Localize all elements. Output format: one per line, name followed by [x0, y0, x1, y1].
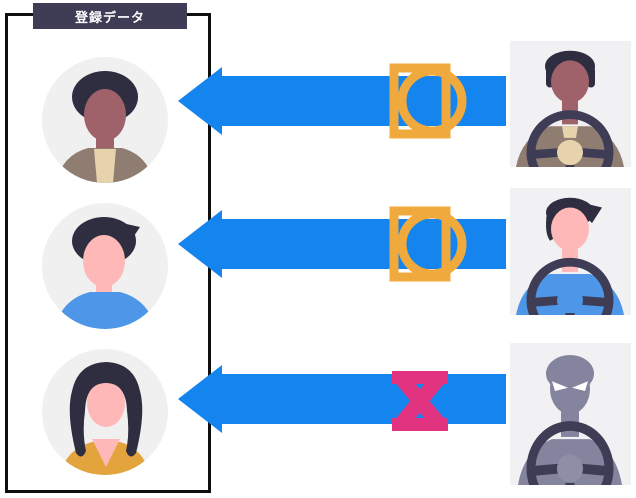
mismatch-x-icon [392, 371, 448, 431]
driver-photo-row1 [510, 41, 631, 167]
left-arrow-icon [178, 210, 506, 278]
registered-data-label: 登録データ [74, 10, 145, 26]
person-illustration [56, 71, 154, 183]
registered-avatar-row2 [42, 203, 168, 329]
left-arrow-icon [178, 365, 506, 433]
driver-photo-row2 [510, 188, 631, 315]
driver-illustration [510, 41, 631, 167]
unknown-driver-illustration [510, 343, 631, 485]
registered-avatar-row3 [42, 349, 168, 475]
person-illustration [54, 217, 156, 329]
face-match-scan-icon [389, 206, 467, 282]
driver-photo-row3 [510, 343, 631, 485]
left-arrow-icon [178, 67, 506, 135]
driver-illustration [510, 188, 631, 315]
registered-avatar-row1 [42, 57, 168, 183]
face-match-scan-icon [389, 63, 467, 139]
registered-data-badge: 登録データ [33, 3, 187, 29]
person-illustration [60, 362, 150, 475]
